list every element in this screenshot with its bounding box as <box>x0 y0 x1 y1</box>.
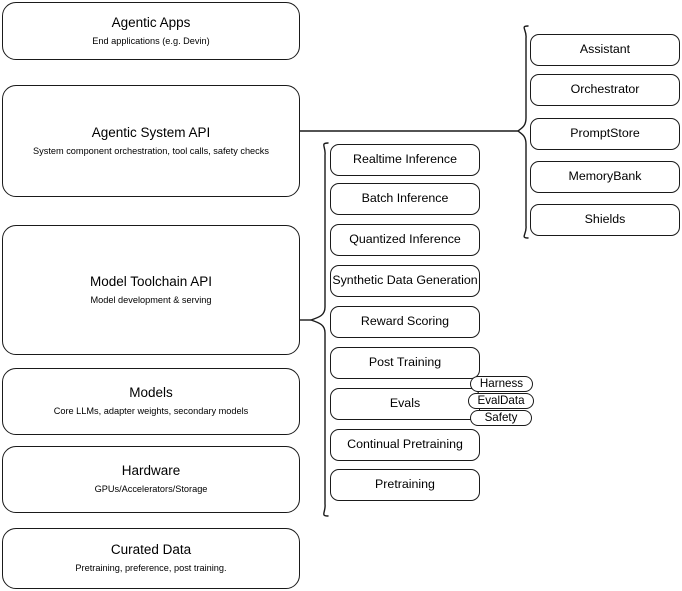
system-component-label: Assistant <box>579 42 631 57</box>
layer-subtitle: System component orchestration, tool cal… <box>33 145 269 156</box>
capability-reward-scoring[interactable]: Reward Scoring <box>330 306 480 338</box>
layer-title: Agentic Apps <box>111 14 191 30</box>
brace-system-components <box>516 25 529 239</box>
layer-title: Model Toolchain API <box>89 273 213 289</box>
system-component-label: MemoryBank <box>568 169 642 184</box>
layer-subtitle: Pretraining, preference, post training. <box>75 563 227 574</box>
capability-label: Reward Scoring <box>360 314 450 329</box>
layer-curated-data[interactable]: Curated Data Pretraining, preference, po… <box>2 528 300 589</box>
capability-realtime-inference[interactable]: Realtime Inference <box>330 144 480 176</box>
system-component-shields[interactable]: Shields <box>530 204 680 236</box>
brace-toolchain-capabilities <box>308 142 329 517</box>
capability-post-training[interactable]: Post Training <box>330 347 480 379</box>
layer-subtitle: GPUs/Accelerators/Storage <box>94 484 208 495</box>
layer-hardware[interactable]: Hardware GPUs/Accelerators/Storage <box>2 446 300 513</box>
layer-subtitle: End applications (e.g. Devin) <box>92 35 210 46</box>
system-component-promptstore[interactable]: PromptStore <box>530 118 680 150</box>
system-component-label: Orchestrator <box>570 82 640 97</box>
layer-subtitle: Model development & serving <box>90 294 212 305</box>
capability-evals[interactable]: Evals <box>330 388 480 420</box>
capability-pretraining[interactable]: Pretraining <box>330 469 480 501</box>
capability-label: Quantized Inference <box>349 232 461 247</box>
capability-label: Continual Pretraining <box>347 437 463 452</box>
eval-pill-safety[interactable]: Safety <box>470 410 532 426</box>
capability-label: Batch Inference <box>361 191 449 206</box>
capability-batch-inference[interactable]: Batch Inference <box>330 183 480 215</box>
eval-pill-label: Harness <box>479 377 524 391</box>
capability-synthetic-data-generation[interactable]: Synthetic Data Generation <box>330 265 480 297</box>
capability-continual-pretraining[interactable]: Continual Pretraining <box>330 429 480 461</box>
capability-label: Pretraining <box>375 477 435 492</box>
system-component-memorybank[interactable]: MemoryBank <box>530 161 680 193</box>
system-component-label: PromptStore <box>570 126 640 141</box>
layer-agentic-apps[interactable]: Agentic Apps End applications (e.g. Devi… <box>2 2 300 60</box>
layer-title: Hardware <box>121 463 181 479</box>
layer-agentic-system-api[interactable]: Agentic System API System component orch… <box>2 85 300 197</box>
eval-pill-harness[interactable]: Harness <box>470 376 533 392</box>
layer-title: Models <box>129 385 173 401</box>
capability-quantized-inference[interactable]: Quantized Inference <box>330 224 480 256</box>
system-component-label: Shields <box>584 212 626 227</box>
system-component-orchestrator[interactable]: Orchestrator <box>530 74 680 106</box>
eval-pill-evaldata[interactable]: EvalData <box>468 393 534 409</box>
capability-label: Post Training <box>368 355 442 370</box>
layer-title: Agentic System API <box>91 124 211 140</box>
eval-pill-label: Safety <box>484 411 518 425</box>
layer-models[interactable]: Models Core LLMs, adapter weights, secon… <box>2 368 300 435</box>
capability-label: Evals <box>389 396 421 411</box>
system-component-assistant[interactable]: Assistant <box>530 34 680 66</box>
layer-model-toolchain-api[interactable]: Model Toolchain API Model development & … <box>2 225 300 355</box>
capability-label: Realtime Inference <box>353 152 457 167</box>
layer-subtitle: Core LLMs, adapter weights, secondary mo… <box>53 406 249 417</box>
layer-title: Curated Data <box>110 542 192 558</box>
eval-pill-label: EvalData <box>477 394 525 408</box>
capability-label: Synthetic Data Generation <box>332 273 478 288</box>
